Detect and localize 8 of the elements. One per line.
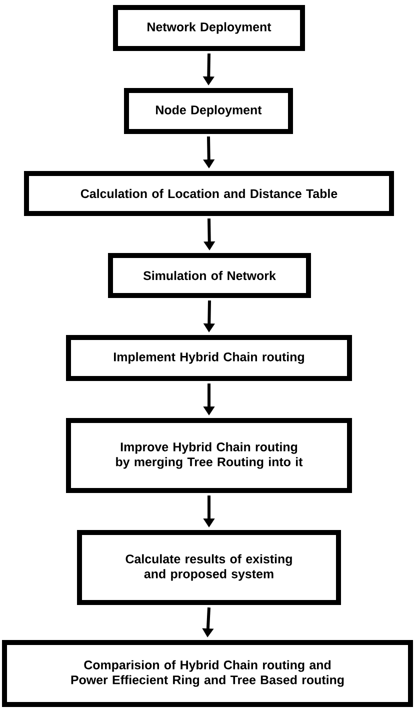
process-box: Comparision of Hybrid Chain routing and Power Effiecient Ring and Tree Based routing [2,640,413,707]
process-box: Improve Hybrid Chain routing by merging Tree Routing into it [66,418,352,493]
process-box: Network Deployment [113,5,305,51]
process-box: Implement Hybrid Chain routing [66,335,352,381]
process-box: Node Deployment [124,88,293,134]
process-box: Simulation of Network [108,253,311,298]
process-box: Calculation of Location and Distance Table [24,171,394,216]
process-box: Calculate results of existing and proposed system [77,530,341,605]
